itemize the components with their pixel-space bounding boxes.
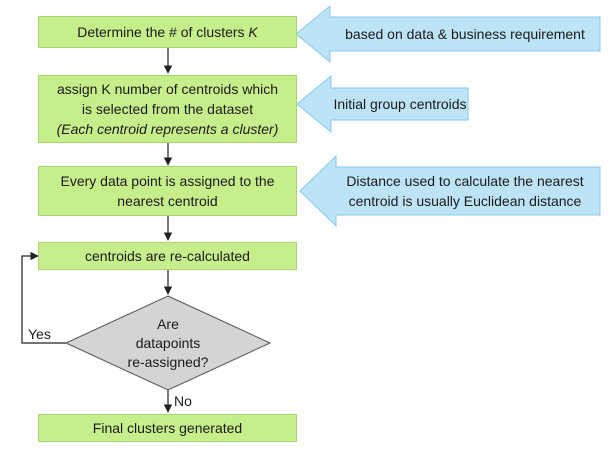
callout-text-3: Distance used to calculate the nearest c… xyxy=(330,167,600,215)
step-determine-k-label: Determine the # of clusters K xyxy=(77,22,258,42)
callout-3-line-2: centroid is usually Euclidean distance xyxy=(348,193,582,209)
step-final-clusters: Final clusters generated xyxy=(38,414,297,442)
callout-3-line-1: Distance used to calculate the nearest xyxy=(346,173,584,189)
callout-2-line-1: Initial group centroids xyxy=(333,96,467,112)
step-assign-centroids: assign K number of centroids which is se… xyxy=(38,75,297,143)
step-determine-k-var: K xyxy=(248,24,258,40)
decision-line-1: Are xyxy=(157,315,179,332)
step-assign-points-line-1: Every data point is assigned to the xyxy=(60,173,275,189)
callout-1-line-1: based on data & business requirement xyxy=(345,26,585,42)
step-recalculate: centroids are re-calculated xyxy=(38,242,297,270)
step-assign-centroids-line-3: (Each centroid represents a cluster) xyxy=(56,121,279,137)
step-assign-centroids-line-1: assign K number of centroids which xyxy=(57,81,278,97)
step-determine-k: Determine the # of clusters K xyxy=(38,16,297,48)
decision-text: Are datapoints re-assigned? xyxy=(98,314,238,372)
callout-text-2: Initial group centroids xyxy=(333,88,467,120)
step-final-clusters-label: Final clusters generated xyxy=(92,420,243,436)
step-recalculate-label: centroids are re-calculated xyxy=(85,248,250,264)
step-assign-points: Every data point is assigned to the near… xyxy=(38,166,297,216)
decision-line-2: datapoints xyxy=(135,334,201,351)
yes-label: Yes xyxy=(28,326,51,342)
step-determine-k-text: Determine the # of clusters xyxy=(77,24,249,40)
callout-text-1: based on data & business requirement xyxy=(336,17,594,51)
decision-line-3: re-assigned? xyxy=(127,353,209,370)
step-assign-points-line-2: nearest centroid xyxy=(117,193,218,209)
no-label: No xyxy=(174,393,192,409)
step-assign-centroids-line-2: is selected from the dataset xyxy=(81,101,254,117)
